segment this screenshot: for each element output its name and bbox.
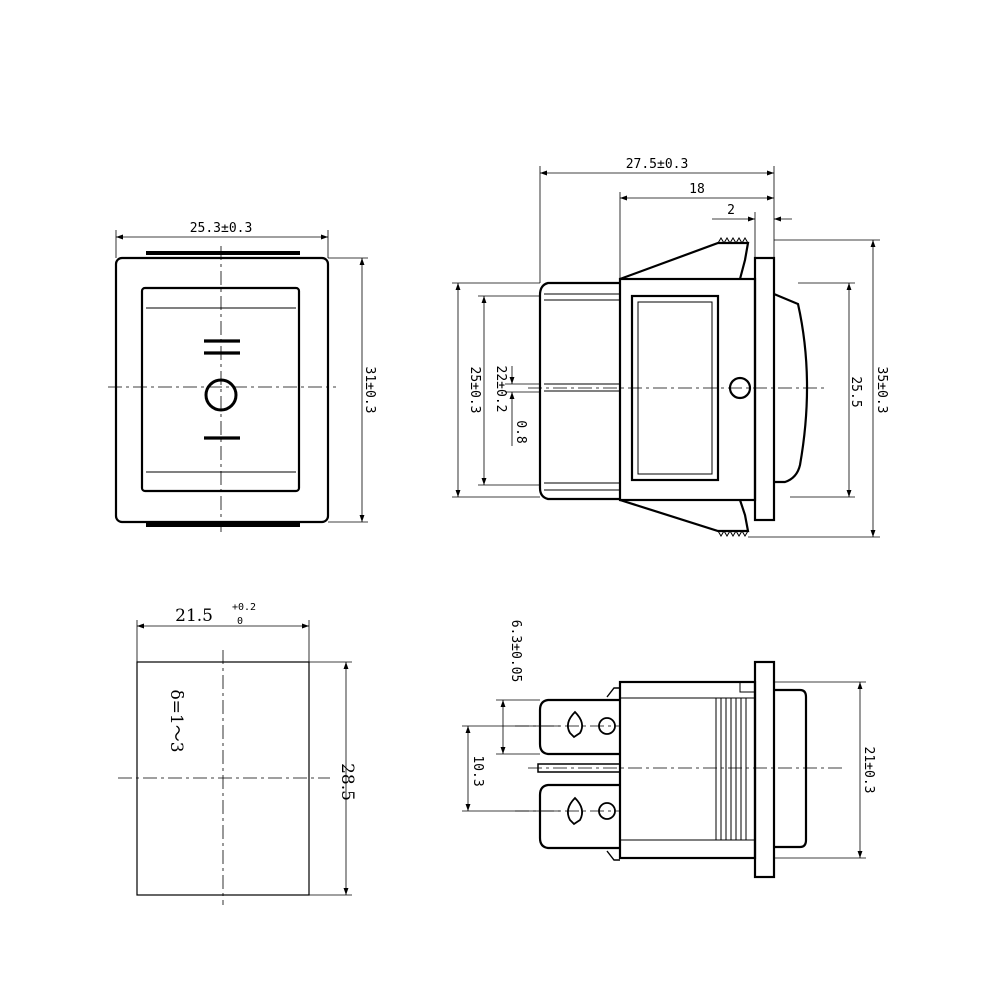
side-terminal-span-dimension: 22±0.2 <box>493 366 508 413</box>
side-terminal-thickness-dimension: 0.8 <box>513 420 528 443</box>
bottom-terminal-width-dimension: 6.3±0.05 <box>508 620 523 683</box>
on-symbol-icon <box>204 339 240 355</box>
front-width-dimension: 25.3±0.3 <box>190 221 253 236</box>
side-rocker-height-dimension: 25.5 <box>848 376 863 407</box>
bottom-terminal-upper <box>538 698 620 756</box>
side-bottom-clip <box>619 498 750 533</box>
bottom-rocker <box>774 688 808 849</box>
bottom-terminal-pitch-dimension: 10.3 <box>470 755 485 786</box>
side-body-depth-dimension: 18 <box>689 182 705 197</box>
cutout-width-tolerance-upper: +0.2 <box>232 602 256 613</box>
bottom-terminal-lower <box>538 783 620 850</box>
side-total-depth-dimension: 27.5±0.3 <box>626 157 689 172</box>
panel-thickness-note: δ=1～3 <box>166 689 186 752</box>
front-view: 25.3±0.3 31±0.3 <box>108 221 377 532</box>
bottom-view: 6.3±0.05 10.3 21±0.3 <box>462 620 876 879</box>
bottom-body-height-dimension: 21±0.3 <box>861 747 876 794</box>
side-view: 27.5±0.3 18 2 35±0.3 25.5 25±0.3 22±0.2 <box>452 157 889 538</box>
side-flange <box>753 256 776 522</box>
cutout-height-dimension: 28.5 <box>337 763 357 801</box>
side-top-clip <box>619 241 750 281</box>
bottom-housing-ribs <box>715 698 747 840</box>
bottom-housing <box>618 680 757 860</box>
side-total-height-dimension: 35±0.3 <box>874 367 889 414</box>
front-height-dimension: 31±0.3 <box>362 367 377 414</box>
cutout-view: 21.5 +0.2 0 28.5 δ=1～3 <box>118 602 357 905</box>
front-rocker <box>140 286 301 493</box>
side-terminal-block <box>538 281 620 501</box>
side-lamp-window-inner <box>637 301 713 475</box>
side-housing <box>618 277 757 502</box>
cutout-width-tolerance-lower: 0 <box>237 616 243 627</box>
side-flange-dimension: 2 <box>727 203 735 218</box>
side-body-height-dimension: 25±0.3 <box>467 367 482 414</box>
side-terminals <box>544 293 620 491</box>
side-rocker <box>773 292 809 484</box>
cutout-width-dimension: 21.5 <box>175 606 213 626</box>
front-bezel <box>114 256 330 524</box>
bottom-flange <box>753 660 776 879</box>
